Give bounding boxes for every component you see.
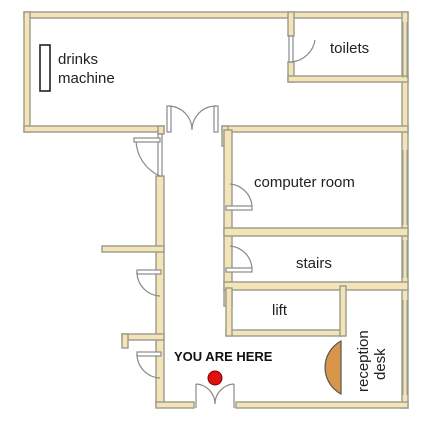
you-are-here-label: YOU ARE HERE bbox=[174, 349, 273, 364]
toilets-label: toilets bbox=[330, 40, 369, 57]
lift-label: lift bbox=[272, 302, 288, 319]
drinks-machine-label-line1: drinks bbox=[58, 51, 98, 68]
drinks-machine-icon bbox=[39, 44, 51, 92]
reception-desk-shape bbox=[324, 340, 342, 395]
walls bbox=[23, 11, 409, 409]
you-are-here-dot bbox=[207, 370, 223, 386]
computer-room-label: computer room bbox=[254, 174, 355, 191]
windows bbox=[402, 22, 408, 395]
drinks-machine-label-line2: machine bbox=[58, 70, 115, 87]
reception-desk-label: reception desk bbox=[355, 330, 389, 392]
doors bbox=[133, 35, 316, 408]
reception-label-line2: desk bbox=[372, 348, 389, 380]
reception-label-line1: reception bbox=[355, 330, 372, 392]
stairs-label: stairs bbox=[296, 255, 332, 272]
